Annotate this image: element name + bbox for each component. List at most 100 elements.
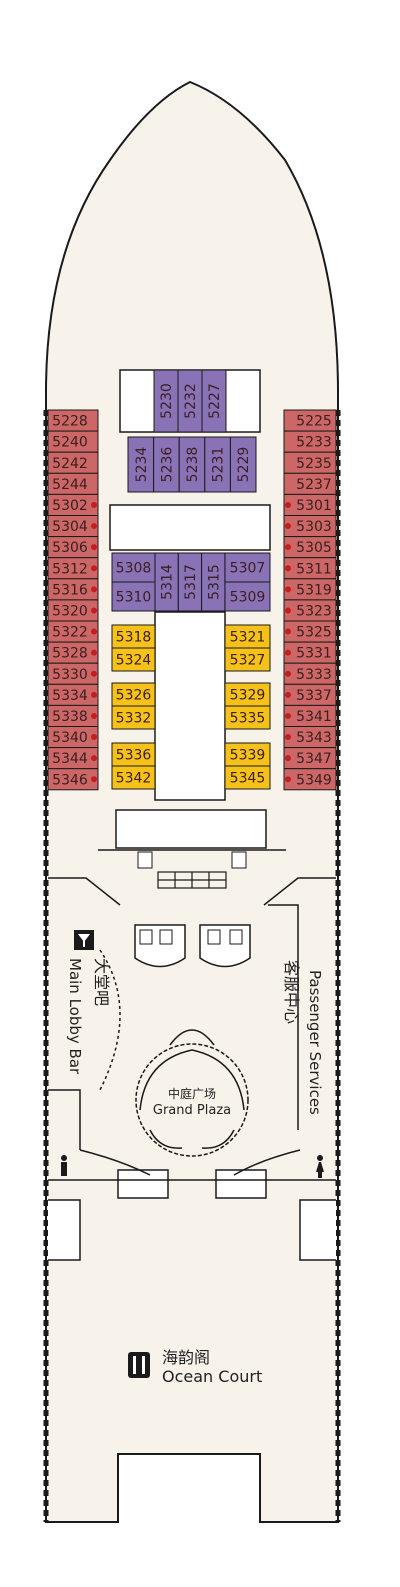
cabin-5225[interactable]: 5225	[283, 409, 337, 432]
cabin-label: 5310	[116, 590, 152, 606]
cabin-5343[interactable]: 5343	[283, 726, 337, 749]
grand-plaza-graphic	[135, 1029, 249, 1157]
cabin-5234[interactable]: 5234	[127, 436, 155, 493]
cabin-5317[interactable]: 5317	[177, 552, 203, 612]
cabin-5322[interactable]: 5322	[47, 620, 99, 643]
cabin-5315[interactable]: 5315	[201, 552, 226, 612]
cabin-5330[interactable]: 5330	[47, 662, 99, 685]
cabin-5236[interactable]: 5236	[153, 436, 180, 493]
cabin-5301[interactable]: 5301	[283, 493, 337, 516]
cabin-5303[interactable]: 5303	[283, 515, 337, 538]
cabin-5338[interactable]: 5338	[47, 704, 99, 728]
cabin-5233[interactable]: 5233	[283, 430, 337, 453]
cabin-5229[interactable]: 5229	[229, 436, 257, 493]
balcony-dot	[285, 670, 291, 677]
balcony-dot	[91, 544, 97, 551]
right-balcony-cabins: 5225523352355237530153035305531153195323…	[283, 409, 337, 791]
cabin-label: 5225	[296, 414, 332, 430]
cabin-5336[interactable]: 5336	[111, 742, 156, 767]
cabin-5339[interactable]: 5339	[224, 742, 271, 767]
cabin-label: 5227	[207, 383, 223, 419]
cabin-5227[interactable]: 5227	[201, 369, 227, 433]
cabin-5344[interactable]: 5344	[47, 747, 99, 770]
balcony-dot	[91, 523, 97, 530]
cabin-label: 5337	[296, 688, 332, 704]
cabin-5326[interactable]: 5326	[111, 682, 156, 707]
cabin-5310[interactable]: 5310	[111, 581, 156, 612]
cabin-5323[interactable]: 5323	[283, 599, 337, 622]
cabin-5345[interactable]: 5345	[224, 765, 271, 790]
cabin-5302[interactable]: 5302	[47, 493, 99, 516]
cabin-5240[interactable]: 5240	[47, 430, 99, 453]
cabin-5346[interactable]: 5346	[47, 768, 99, 791]
cabin-label: 5244	[52, 477, 88, 493]
balcony-dot	[285, 501, 291, 508]
cabin-5316[interactable]: 5316	[47, 578, 99, 601]
cabin-label: 5231	[211, 447, 227, 483]
cabin-label: 5324	[116, 653, 152, 669]
balcony-dot	[91, 755, 97, 762]
cabin-5306[interactable]: 5306	[47, 536, 99, 559]
cabin-5309[interactable]: 5309	[224, 581, 271, 612]
balcony-dot	[285, 628, 291, 635]
cabin-label: 5347	[296, 751, 332, 767]
cabin-label: 5326	[116, 688, 152, 704]
cabin-5318[interactable]: 5318	[111, 624, 156, 649]
balcony-dot	[91, 712, 97, 719]
cabin-5335[interactable]: 5335	[224, 705, 271, 730]
cabin-5312[interactable]: 5312	[47, 557, 99, 580]
cabin-5307[interactable]: 5307	[224, 552, 271, 583]
balcony-dot	[285, 776, 291, 783]
cabin-5235[interactable]: 5235	[283, 451, 337, 474]
cabin-5327[interactable]: 5327	[224, 647, 271, 672]
cabin-5334[interactable]: 5334	[47, 683, 99, 706]
cabin-5319[interactable]: 5319	[283, 578, 337, 601]
cabin-5341[interactable]: 5341	[283, 704, 337, 728]
cabin-5333[interactable]: 5333	[283, 662, 337, 685]
cabin-5347[interactable]: 5347	[283, 747, 337, 770]
cabin-5325[interactable]: 5325	[283, 620, 337, 643]
cabin-5321[interactable]: 5321	[224, 624, 271, 649]
cabin-5349[interactable]: 5349	[283, 768, 337, 791]
cabin-5324[interactable]: 5324	[111, 647, 156, 672]
balcony-dot	[285, 712, 291, 719]
cabin-5308[interactable]: 5308	[111, 552, 156, 583]
cabin-label: 5321	[230, 630, 266, 646]
cabin-label: 5307	[230, 561, 266, 577]
cabin-5342[interactable]: 5342	[111, 765, 156, 790]
cabin-5331[interactable]: 5331	[283, 641, 337, 664]
cabin-5340[interactable]: 5340	[47, 726, 99, 749]
cabin-5320[interactable]: 5320	[47, 599, 99, 622]
balcony-dot	[91, 734, 97, 741]
cabin-label: 5330	[52, 667, 88, 683]
cabin-5329[interactable]: 5329	[224, 682, 271, 707]
lobby-bar-zh: 大堂吧	[92, 958, 111, 1006]
cabin-5237[interactable]: 5237	[283, 472, 337, 495]
cabin-5305[interactable]: 5305	[283, 536, 337, 559]
balcony-dot	[91, 607, 97, 614]
balcony-dot	[91, 586, 97, 593]
cabin-5337[interactable]: 5337	[283, 683, 337, 706]
cabin-label: 5342	[116, 771, 152, 787]
cabin-label: 5240	[52, 435, 88, 451]
cabin-label: 5314	[160, 564, 176, 600]
cabin-5314[interactable]: 5314	[154, 552, 179, 612]
cabin-5242[interactable]: 5242	[47, 451, 99, 474]
cabin-5230[interactable]: 5230	[153, 369, 179, 433]
cabin-label: 5308	[116, 561, 152, 577]
cabin-5232[interactable]: 5232	[177, 369, 203, 433]
cabin-label: 5306	[52, 540, 88, 556]
ship-hull	[45, 80, 339, 1523]
cabin-label: 5349	[296, 772, 332, 788]
cabin-5228[interactable]: 5228	[47, 409, 99, 432]
cabin-5304[interactable]: 5304	[47, 515, 99, 538]
cabin-5311[interactable]: 5311	[283, 557, 337, 580]
cabin-5328[interactable]: 5328	[47, 641, 99, 664]
cabin-5332[interactable]: 5332	[111, 705, 156, 730]
cabin-5238[interactable]: 5238	[178, 436, 206, 493]
cabin-5231[interactable]: 5231	[204, 436, 231, 493]
cabin-label: 5336	[116, 748, 152, 764]
cabin-5244[interactable]: 5244	[47, 472, 99, 495]
